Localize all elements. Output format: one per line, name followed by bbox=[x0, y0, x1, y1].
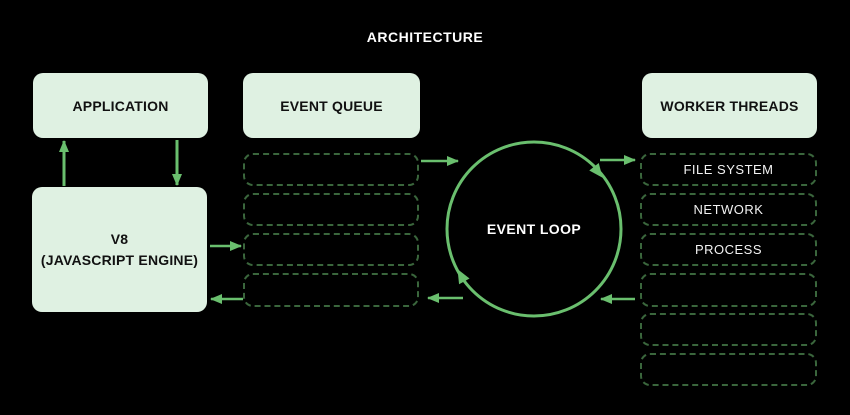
event-queue-slot-4 bbox=[243, 273, 419, 307]
worker-threads-slot-network: NETWORK bbox=[640, 193, 817, 226]
v8-node: V8 (JAVASCRIPT ENGINE) bbox=[32, 187, 207, 312]
event-queue-header-node: EVENT QUEUE bbox=[243, 73, 420, 138]
worker-threads-slot-4 bbox=[640, 273, 817, 307]
application-label: APPLICATION bbox=[72, 97, 169, 114]
worker-threads-label: WORKER THREADS bbox=[660, 97, 799, 114]
event-queue-label: EVENT QUEUE bbox=[280, 97, 383, 114]
event-queue-slot-1 bbox=[243, 153, 419, 186]
v8-label-line1: V8 bbox=[110, 230, 129, 247]
diagram-title: ARCHITECTURE bbox=[366, 29, 484, 45]
loop-clockwise-arrowhead-bottom bbox=[457, 269, 470, 285]
v8-label-line2: (JAVASCRIPT ENGINE) bbox=[40, 251, 199, 268]
worker-threads-header-node: WORKER THREADS bbox=[642, 73, 817, 138]
worker-threads-slot-5 bbox=[640, 313, 817, 346]
application-node: APPLICATION bbox=[33, 73, 208, 138]
event-loop-label: EVENT LOOP bbox=[486, 221, 582, 237]
event-queue-slot-3 bbox=[243, 233, 419, 266]
loop-clockwise-arrowhead-top bbox=[589, 163, 603, 178]
worker-threads-slot-process: PROCESS bbox=[640, 233, 817, 266]
worker-threads-slot-6 bbox=[640, 353, 817, 386]
worker-threads-slot-file-system: FILE SYSTEM bbox=[640, 153, 817, 186]
event-queue-slot-2 bbox=[243, 193, 419, 226]
